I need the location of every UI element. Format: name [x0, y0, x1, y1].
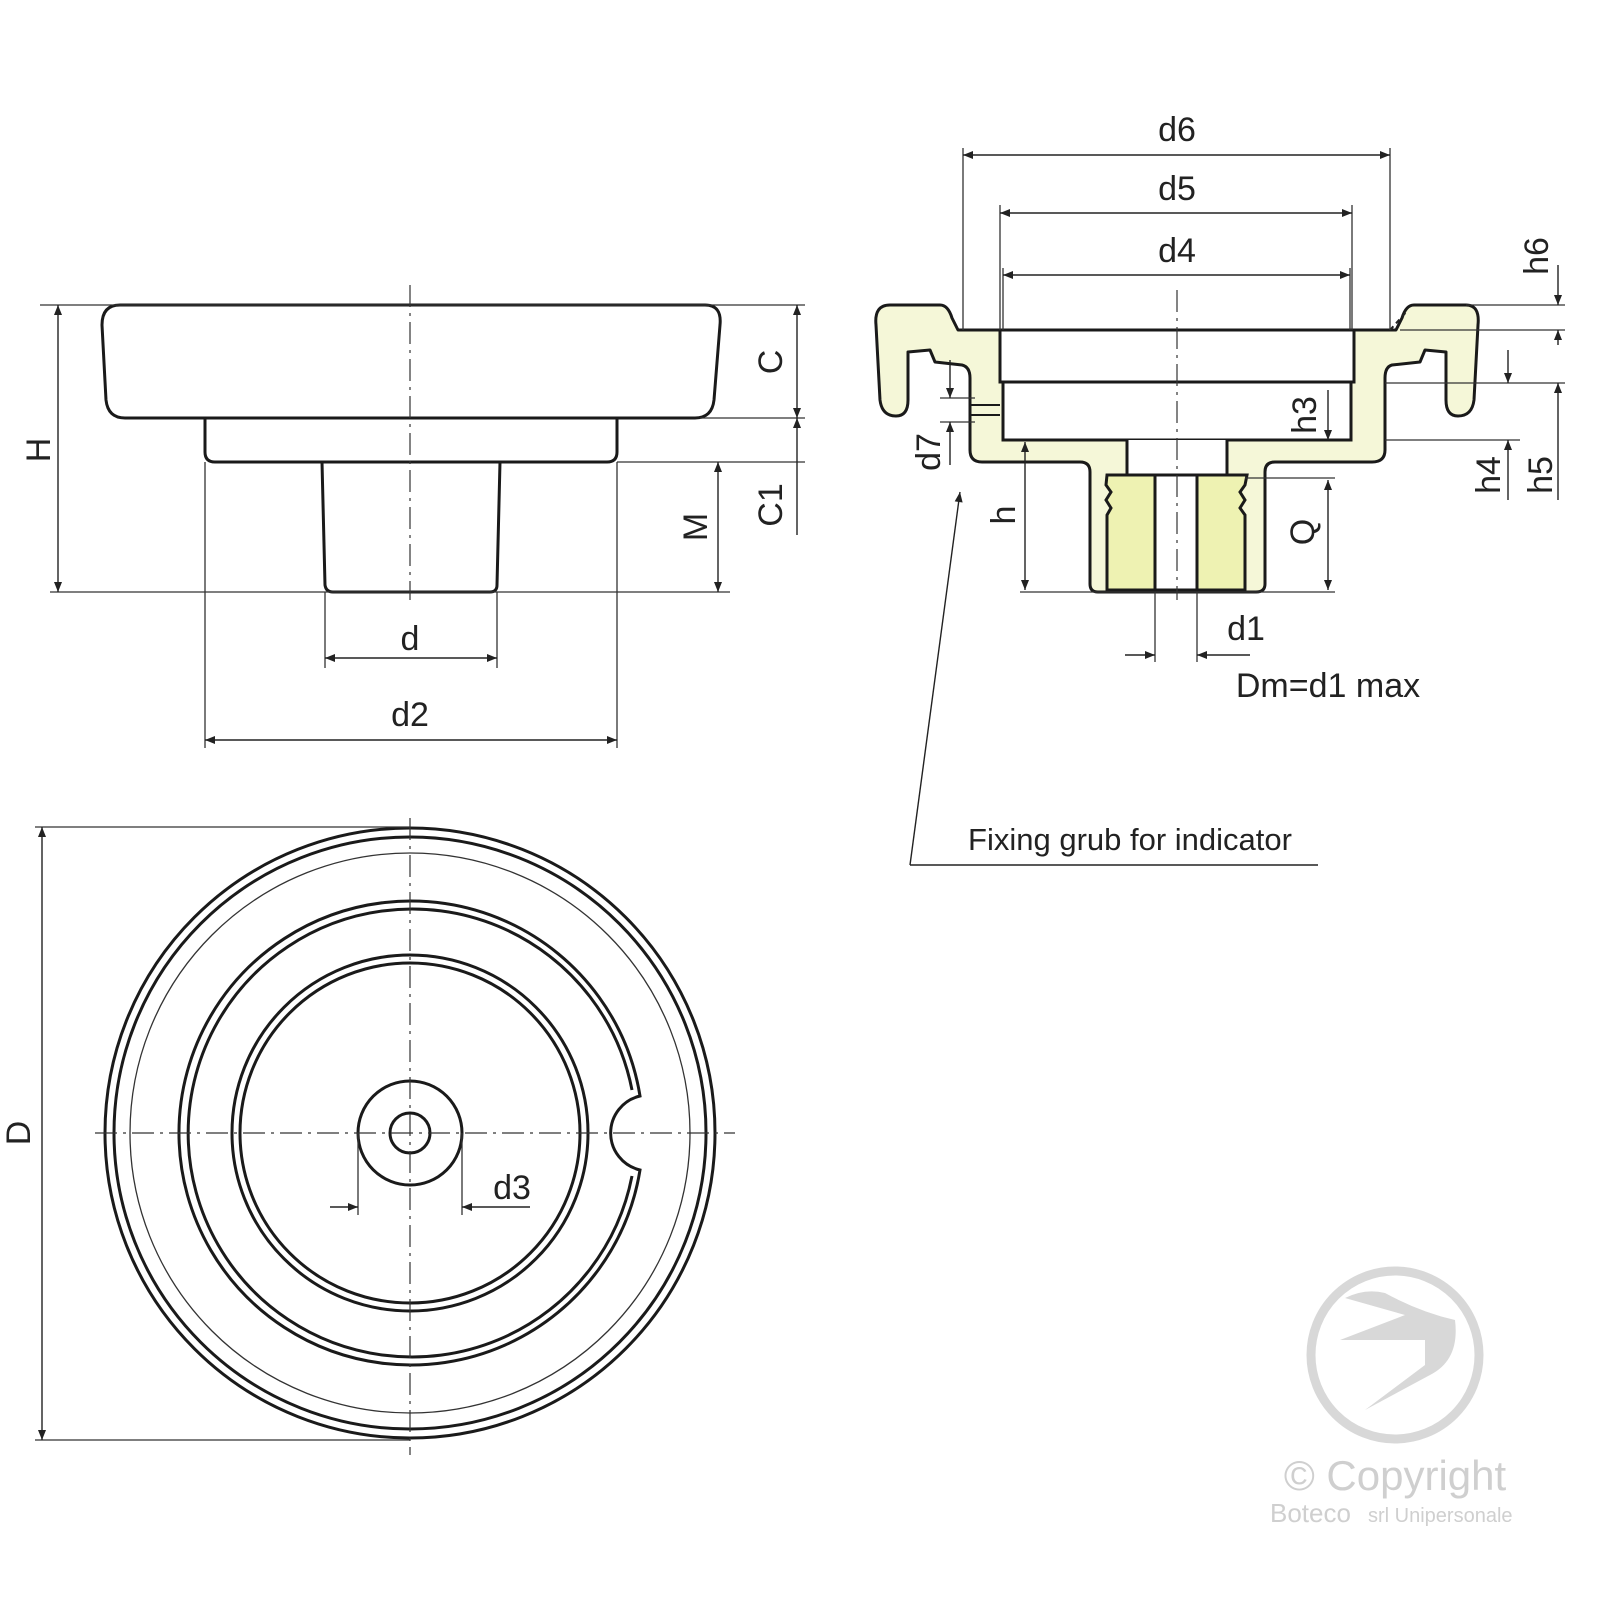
grub-note: Fixing grub for indicator — [968, 822, 1292, 857]
watermark-logo-mark — [1340, 1291, 1456, 1410]
threaded-insert-left — [1104, 473, 1157, 592]
label-d3: d3 — [493, 1169, 531, 1207]
label-h4: h4 — [1470, 456, 1508, 494]
label-h6: h6 — [1518, 237, 1556, 275]
knob-rim — [100, 303, 722, 420]
label-d2: d2 — [391, 696, 429, 734]
center-hole — [1153, 473, 1199, 592]
watermark-company-suffix: srl Unipersonale — [1368, 1505, 1513, 1527]
threaded-insert-right — [1195, 473, 1249, 592]
label-M: M — [677, 513, 715, 541]
watermark-copyright: © Copyright — [1284, 1452, 1507, 1499]
top-view: D d3 — [0, 818, 735, 1455]
label-d7: d7 — [910, 433, 948, 471]
label-d5: d5 — [1158, 170, 1196, 208]
label-C1: C1 — [752, 483, 790, 526]
dm-note: Dm=d1 max — [1236, 667, 1420, 705]
watermark: © Copyright Boteco srl Unipersonale — [1270, 1266, 1513, 1528]
label-h3: h3 — [1286, 396, 1324, 434]
label-C: C — [752, 350, 790, 375]
grub-leader-line — [909, 491, 963, 866]
watermark-company: Boteco — [1270, 1498, 1351, 1528]
label-d6: d6 — [1158, 111, 1196, 149]
knob-hub — [320, 461, 502, 594]
section-view: d6 d5 d4 h6 h4 h5 h3 d7 h Q d1 Dm=d1 max… — [874, 111, 1565, 866]
label-d1: d1 — [1227, 610, 1265, 648]
label-D: D — [0, 1121, 38, 1146]
knob-step — [203, 418, 619, 464]
side-view: H C C1 M d d2 — [20, 285, 805, 748]
label-h5: h5 — [1522, 456, 1560, 494]
watermark-logo-icon — [1306, 1266, 1484, 1444]
label-d4: d4 — [1158, 232, 1196, 270]
label-h: h — [985, 506, 1023, 525]
indicator-ring-with-notch — [177, 899, 642, 1367]
label-d: d — [401, 620, 420, 658]
label-H: H — [20, 438, 58, 463]
label-Q: Q — [1284, 519, 1322, 545]
hidden-line — [1389, 309, 1409, 331]
